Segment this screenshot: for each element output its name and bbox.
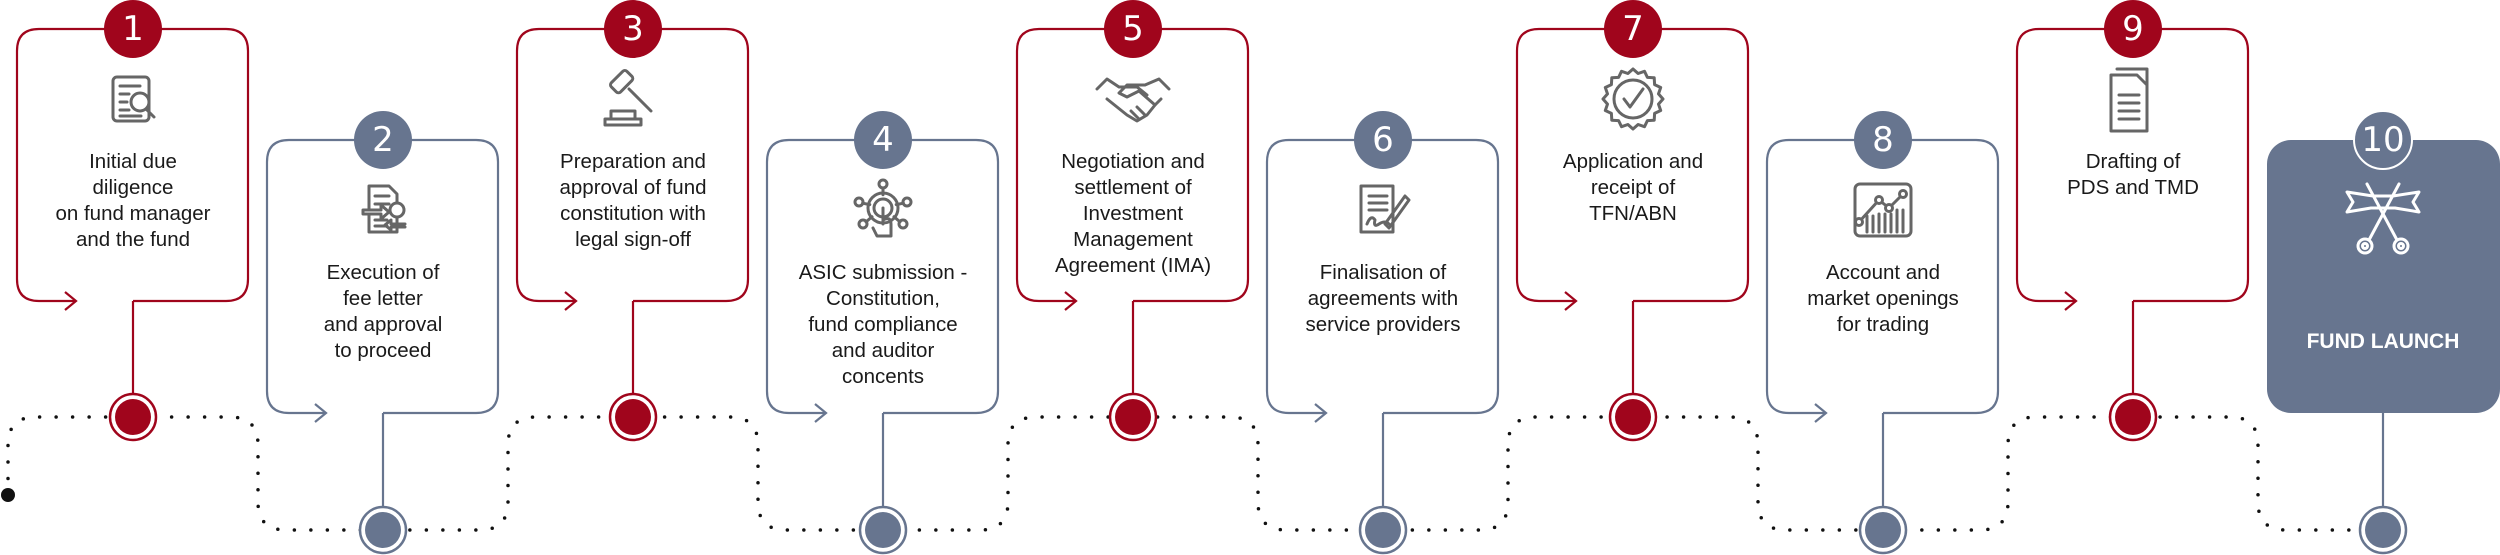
step-1-badge	[104, 0, 162, 58]
step-5-label: Negotiation and settlement of Investment…	[1054, 150, 1212, 277]
start-dot	[1, 488, 15, 502]
handshake-icon	[1095, 77, 1171, 123]
step-1-number: 1	[122, 9, 144, 49]
step-10-node	[2365, 512, 2401, 548]
step-1-node	[115, 399, 151, 435]
certified-badge-icon	[1601, 67, 1665, 131]
step-4-label: ASIC submission - Constitution, fund com…	[798, 261, 968, 388]
step-8-number: 8	[1872, 120, 1894, 160]
step-6-node	[1365, 512, 1401, 548]
step-9-label: Drafting of PDS and TMD	[2067, 150, 2199, 199]
step-9-badge	[2104, 0, 2162, 58]
step-7-node	[1615, 399, 1651, 435]
fund-launch-box	[2267, 140, 2500, 413]
step-5-node	[1115, 399, 1151, 435]
step-8-node	[1865, 512, 1901, 548]
arrow-icon	[64, 291, 78, 311]
documents-icon	[2109, 67, 2149, 133]
step-6-number: 6	[1372, 120, 1394, 160]
step-2-number: 2	[372, 120, 394, 160]
arrow-icon	[314, 403, 328, 423]
step-10-badge	[2353, 110, 2413, 170]
step-7-badge	[1604, 0, 1662, 58]
gavel-icon	[603, 69, 653, 127]
step-3-node	[615, 399, 651, 435]
invoice-exchange-icon	[361, 184, 407, 234]
step-2-label: Execution of fee letter and approval to …	[323, 261, 443, 362]
step-icons	[111, 67, 2421, 255]
step-4-node	[865, 512, 901, 548]
arrow-icon	[1314, 403, 1328, 423]
step-3-number: 3	[622, 9, 644, 49]
step-8-label: Account and market openings for trading	[1807, 261, 1959, 336]
ribbon-cutting-icon	[2345, 182, 2421, 255]
step-4-badge	[854, 111, 912, 169]
document-search-icon	[111, 75, 156, 123]
step-10-label: FUND LAUNCH	[2306, 330, 2460, 353]
arrow-icon	[1064, 291, 1078, 311]
step-6-label: Finalisation of agreements with service …	[1305, 261, 1461, 336]
arrow-icon	[2064, 291, 2078, 311]
step-4-number: 4	[872, 120, 894, 160]
timeline-nodes	[108, 392, 2408, 555]
step-2-node	[365, 512, 401, 548]
step-boxes	[15, 0, 2500, 506]
step-10-number: 10	[2361, 120, 2405, 160]
arrow-icon	[564, 291, 578, 311]
dotted-timeline-path	[1, 415, 2385, 532]
step-3-label: Preparation and approval of fund constit…	[559, 150, 707, 251]
step-5-number: 5	[1122, 9, 1144, 49]
step-9-number: 9	[2122, 9, 2144, 49]
step-2-badge	[354, 111, 412, 169]
arrow-icon	[1564, 291, 1578, 311]
arrow-icon	[1814, 403, 1828, 423]
network-touch-icon	[853, 178, 913, 238]
step-7-label: Application and receipt of TFN/ABN	[1562, 150, 1704, 225]
arrow-icon	[814, 403, 828, 423]
growth-chart-icon	[1853, 182, 1913, 238]
step-1-label: Initial due diligence on fund manager an…	[55, 150, 211, 251]
dotted-path	[6, 415, 2385, 532]
signed-contract-icon	[1359, 184, 1411, 234]
step-6-badge	[1354, 111, 1412, 169]
step-9-node	[2115, 399, 2151, 435]
step-8-badge	[1854, 111, 1912, 169]
step-5-badge	[1104, 0, 1162, 58]
step-7-number: 7	[1622, 9, 1644, 49]
step-3-badge	[604, 0, 662, 58]
